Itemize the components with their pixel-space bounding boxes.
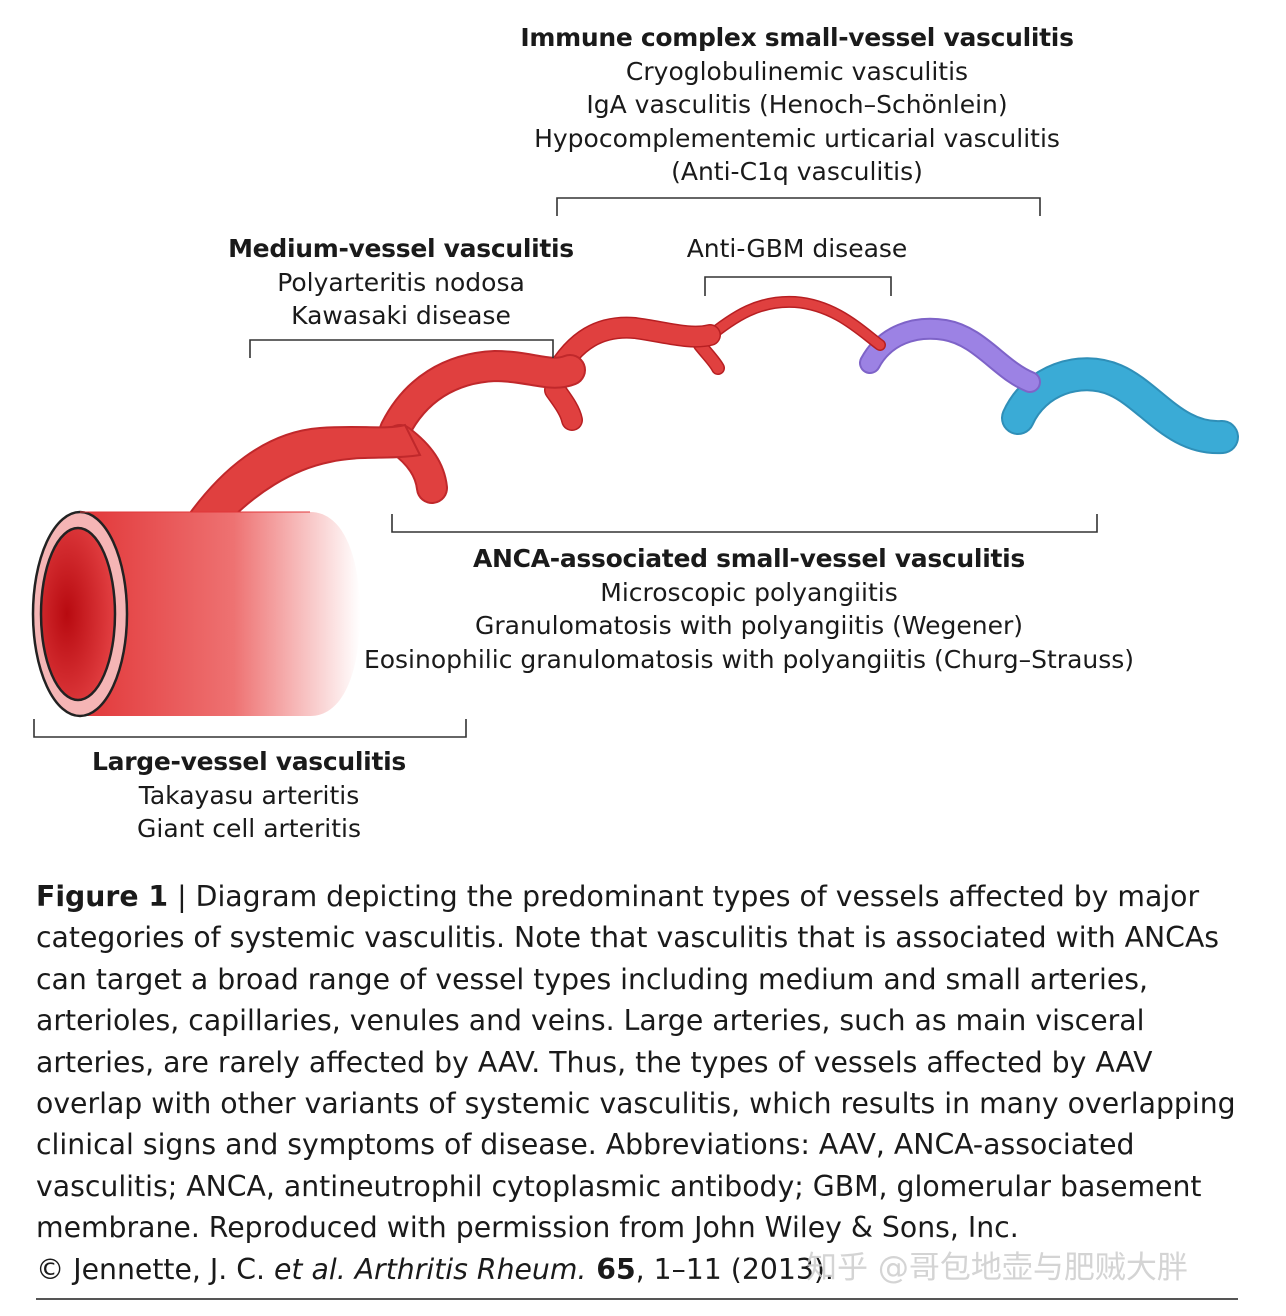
anti-gbm-label: Anti-GBM disease — [687, 232, 908, 266]
medium-vessel-heading: Medium-vessel vasculitis — [228, 234, 574, 263]
immune-complex-label: Immune complex small-vessel vasculitis C… — [520, 21, 1074, 189]
medium-vessel-label: Medium-vessel vasculitis Polyarteritis n… — [228, 232, 574, 333]
medium-artery-segment — [379, 349, 586, 504]
brackets — [33, 197, 1098, 738]
anca-label: ANCA-associated small-vessel vasculitis … — [364, 542, 1134, 676]
immune-complex-heading: Immune complex small-vessel vasculitis — [520, 23, 1074, 52]
figure-caption: Figure 1 | Diagram depicting the predomi… — [36, 876, 1251, 1290]
caption-body: Diagram depicting the predominant types … — [36, 880, 1236, 1245]
large-vessel-item: Giant cell arteritis — [137, 814, 361, 843]
caption-journal: Arthritis Rheum. — [345, 1252, 587, 1286]
immune-complex-item: IgA vasculitis (Henoch–Schönlein) — [586, 90, 1008, 119]
caption-volume: 65 — [586, 1252, 636, 1286]
bracket-anti-gbm — [704, 276, 892, 296]
medium-vessel-item: Kawasaki disease — [291, 301, 511, 330]
bracket-medium-vessel — [249, 339, 554, 358]
medium-vessel-item: Polyarteritis nodosa — [277, 267, 525, 297]
anca-item: Microscopic polyangiitis — [600, 577, 898, 607]
capillary-segment — [859, 317, 1041, 393]
anti-gbm-item: Anti-GBM disease — [686, 234, 908, 263]
figure-number: Figure 1 — [36, 880, 169, 913]
large-vessel-label: Large-vessel vasculitis Takayasu arterit… — [92, 745, 406, 846]
anca-heading: ANCA-associated small-vessel vasculitis — [473, 544, 1025, 573]
large-vessel-cylinder — [31, 510, 360, 718]
bracket-immune-complex — [556, 197, 1041, 216]
large-vessel-item: Takayasu arteritis — [138, 780, 360, 810]
caption-et-al: et al. — [274, 1252, 346, 1286]
large-vessel-heading: Large-vessel vasculitis — [92, 747, 406, 776]
immune-complex-item: (Anti-C1q vasculitis) — [671, 157, 923, 186]
watermark: 知乎 @哥包地壶与肥贼大胖 — [806, 1250, 1188, 1286]
immune-complex-item: Hypocomplementemic urticarial vasculitis — [534, 123, 1060, 153]
anca-item: Granulomatosis with polyangiitis (Wegene… — [474, 611, 1024, 640]
arteriole-segment — [693, 295, 886, 375]
caption-copyright: © Jennette, J. C. — [36, 1252, 274, 1286]
aorta-branch — [183, 423, 422, 521]
caption-pages: , 1–11 (2013). — [635, 1252, 834, 1286]
vein-segment — [1001, 357, 1239, 455]
vessel-diagram — [31, 197, 1239, 738]
immune-complex-item: Cryoglobulinemic vasculitis — [625, 56, 969, 86]
bracket-anca — [391, 514, 1098, 533]
bottom-rule — [36, 1298, 1238, 1300]
anca-item: Eosinophilic granulomatosis with polyang… — [363, 644, 1135, 674]
bracket-large-vessel — [33, 719, 467, 738]
small-artery-segment — [544, 316, 721, 431]
caption-separator: | — [168, 880, 196, 913]
